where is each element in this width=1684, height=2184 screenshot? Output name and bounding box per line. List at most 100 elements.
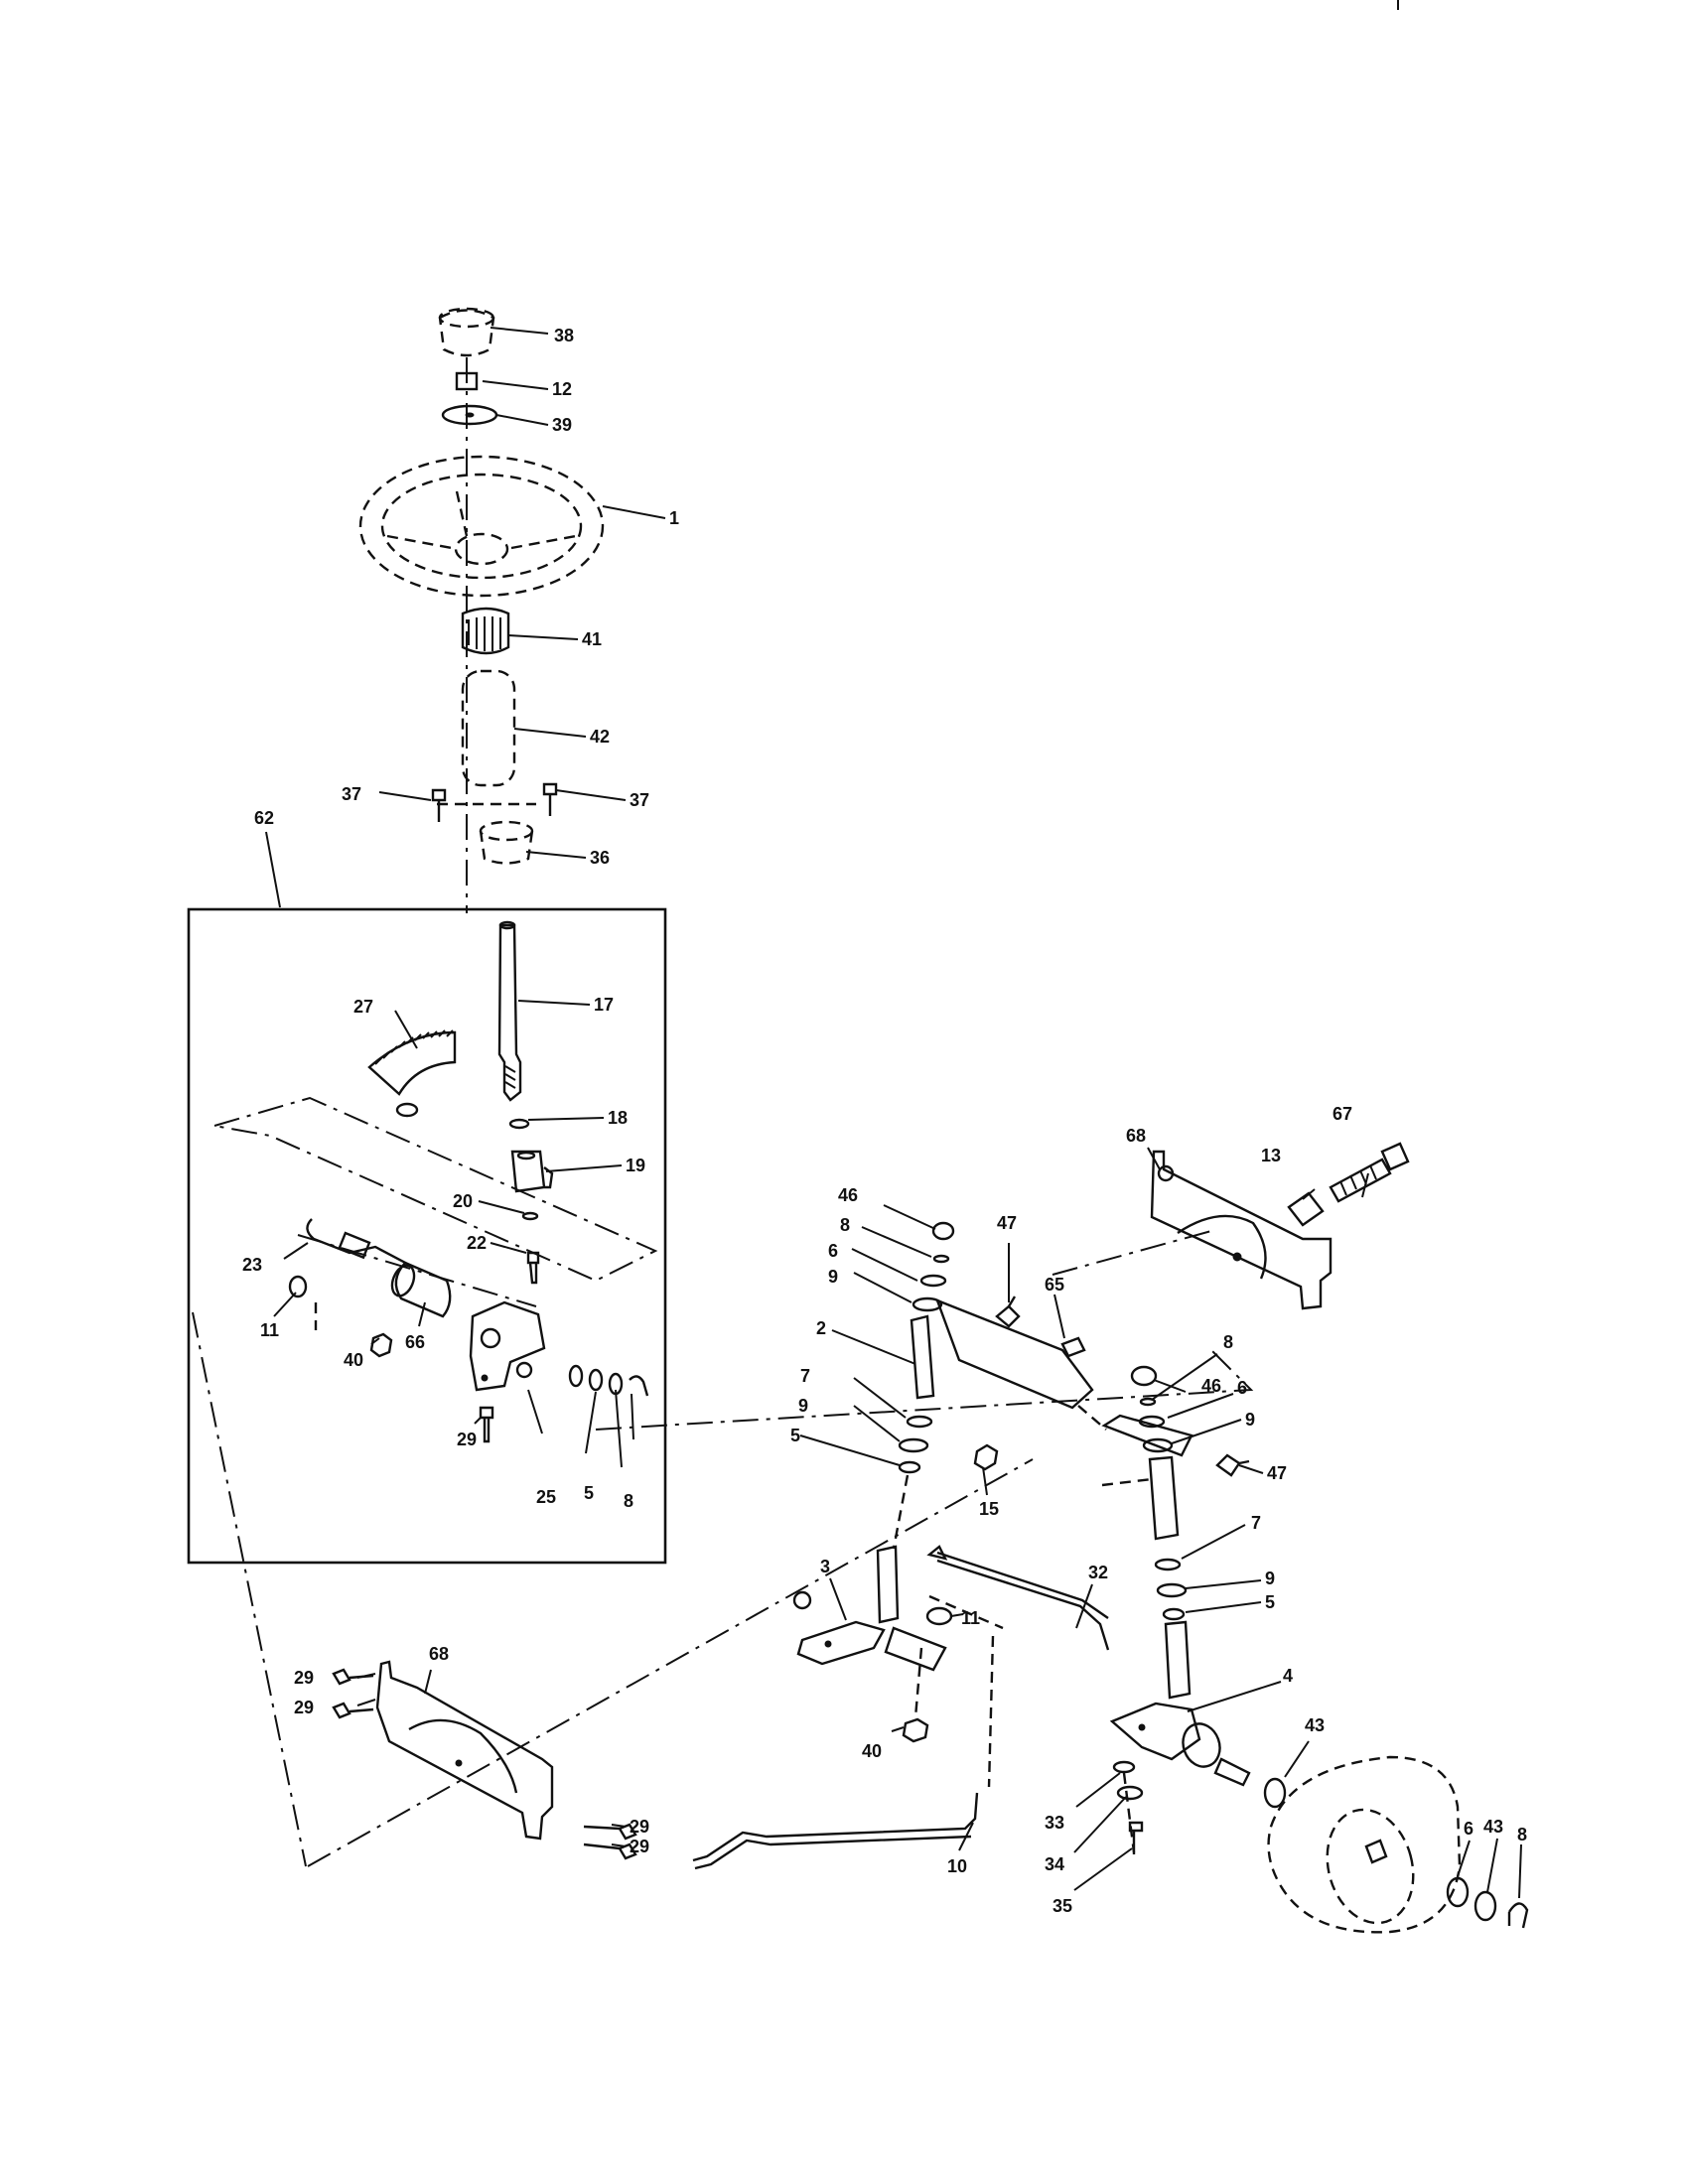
steering-nut	[455, 371, 479, 391]
axle-bracket-upper-hole-b	[1232, 1252, 1242, 1262]
callout-66: 66	[405, 1332, 425, 1352]
callout-40-inset: 40	[344, 1350, 363, 1370]
callout-25: 25	[536, 1487, 556, 1507]
axle-pivot-bolt-thread	[1339, 1164, 1377, 1196]
steering-cap	[438, 309, 495, 357]
wheel-washer-6	[1446, 1876, 1470, 1908]
axle-bracket-upper-slot	[1177, 1214, 1267, 1280]
leader-lines	[273, 327, 1522, 1899]
callout-46-right: 46	[1201, 1376, 1221, 1396]
sector-gear-teeth	[374, 1029, 454, 1065]
right-washer-7	[1154, 1558, 1182, 1571]
callout-34: 34	[1045, 1854, 1064, 1874]
washer-33	[1112, 1760, 1136, 1774]
callout-6-right: 6	[1237, 1378, 1247, 1398]
callout-11-right: 11	[961, 1608, 980, 1628]
callout-40-lower: 40	[862, 1741, 882, 1761]
callout-67: 67	[1333, 1104, 1352, 1124]
callout-8-inset: 8	[624, 1491, 633, 1511]
axle-bracket-lower-hole	[455, 1759, 463, 1767]
tie-rod-stud	[913, 1647, 923, 1718]
pinion-tube-end	[390, 1264, 416, 1297]
callout-18: 18	[608, 1108, 628, 1128]
callout-5-left: 5	[790, 1426, 800, 1445]
callout-11-inset: 11	[260, 1320, 279, 1340]
axle-body	[934, 1297, 1094, 1410]
front-wheel-hub	[1364, 1839, 1388, 1864]
callout-20: 20	[453, 1191, 473, 1211]
inset-nut	[369, 1332, 393, 1358]
lower-bracket-group	[332, 1660, 637, 1860]
callout-33: 33	[1045, 1813, 1064, 1833]
left-spindle-plate	[884, 1626, 947, 1672]
left-washer-7	[906, 1415, 933, 1429]
left-spindle-centerline	[892, 1474, 910, 1550]
column-bushing-top	[479, 820, 534, 842]
callout-42: 42	[590, 727, 610, 747]
left-cap	[931, 1221, 955, 1241]
callout-2: 2	[816, 1318, 826, 1338]
wheel-washer-left	[1263, 1777, 1287, 1809]
callout-32: 32	[1088, 1563, 1108, 1582]
left-spindle-hole	[824, 1640, 832, 1648]
callout-29-inset: 29	[457, 1430, 477, 1449]
inset-bolt	[479, 1406, 494, 1443]
steering-washer-hole	[465, 412, 475, 418]
right-spindle-hub	[1182, 1722, 1221, 1768]
axle-dashdot-branch	[595, 1349, 1254, 1431]
axle-dashdot-main	[307, 1230, 1212, 1867]
right-spindle-shaft	[1164, 1620, 1192, 1700]
steering-wheel-inner	[380, 473, 583, 580]
steering-wheel-spokes	[386, 490, 577, 550]
steering-adapter-splines	[468, 616, 501, 651]
bracket-25-hole-b	[515, 1361, 533, 1379]
callout-47-right: 47	[1267, 1463, 1287, 1483]
pinion-collar	[338, 1231, 371, 1260]
tie-rod	[692, 1792, 979, 1870]
spacer-washer-b	[588, 1368, 604, 1392]
washer-34	[1116, 1785, 1144, 1801]
callout-23: 23	[242, 1255, 262, 1275]
callout-13: 13	[1261, 1146, 1281, 1165]
bracket-25	[469, 1300, 546, 1392]
callout-9-right: 9	[1245, 1410, 1255, 1430]
tie-rod-link-dash	[928, 1594, 1004, 1630]
callout-35: 35	[1052, 1896, 1072, 1916]
inset-frame	[187, 907, 667, 1565]
callout-41: 41	[582, 629, 602, 649]
callout-12: 12	[552, 379, 572, 399]
callout-68-lower: 68	[429, 1644, 449, 1664]
left-spindle-tube	[910, 1314, 935, 1400]
right-spindle-arm	[1109, 1702, 1201, 1761]
axle-bushing-65	[1060, 1336, 1086, 1358]
right-spindle-axle	[1213, 1757, 1251, 1787]
callout-43-left: 43	[1305, 1715, 1325, 1735]
lower-bolt-c	[583, 1823, 637, 1841]
callout-5-right: 5	[1265, 1592, 1275, 1612]
screw-right	[542, 782, 558, 816]
tie-rod-dash	[987, 1635, 995, 1788]
shaft-washer	[508, 1118, 530, 1130]
inset-dashdot-1	[213, 1096, 658, 1283]
callout-19: 19	[626, 1156, 645, 1175]
axle-bracket-lower	[375, 1660, 554, 1841]
wheel-washer-43	[1474, 1890, 1497, 1922]
bracket-25-hole-a	[480, 1327, 501, 1349]
left-spindle-clip	[792, 1590, 812, 1610]
callout-65: 65	[1045, 1275, 1064, 1295]
right-cap	[1130, 1365, 1158, 1387]
callout-8-right: 8	[1223, 1332, 1233, 1352]
right-washer-5	[1162, 1607, 1186, 1621]
callout-8-wheel: 8	[1517, 1825, 1527, 1844]
inset-leader	[265, 831, 281, 908]
bracket-25-rivet	[481, 1374, 489, 1382]
right-spindle-tube	[1148, 1455, 1180, 1541]
column-tube	[461, 669, 516, 787]
drag-link-end	[926, 1545, 948, 1561]
callout-68-upper: 68	[1126, 1126, 1146, 1146]
steering-shaft-hatch	[504, 1065, 516, 1089]
front-wheel-rim	[1326, 1808, 1415, 1925]
callout-29-lower-b: 29	[294, 1698, 314, 1717]
axle-body-right	[1101, 1414, 1193, 1457]
